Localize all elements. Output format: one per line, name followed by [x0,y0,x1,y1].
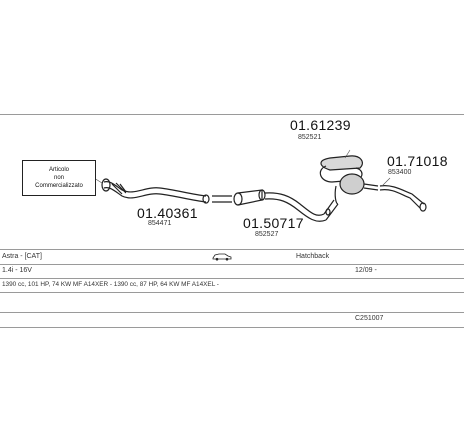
catalog-code-cell: C251007 [355,315,384,322]
callout-line-3: Commercializzato [35,183,83,189]
divider-table-5 [0,312,464,313]
date-cell: 12/09 - [355,267,377,274]
center-muffler [212,189,339,222]
part-code-50717: 01.50717 [243,215,304,231]
divider-table-1 [0,249,464,250]
part-code-40361: 01.40361 [137,205,198,221]
divider-table-3 [0,278,464,279]
rear-muffler [319,155,379,205]
part-code-71018: 01.71018 [387,153,448,169]
part-ref-61239: 852521 [298,134,322,141]
car-icon [212,253,232,261]
front-pipe [101,178,210,204]
part-code-61239: 01.61239 [290,117,351,133]
not-sold-callout: Articolo non Commercializzato [22,160,96,196]
callout-line-2: non [53,175,64,181]
part-ref-71018: 853400 [388,169,412,176]
part-ref-50717: 852527 [255,231,279,238]
divider-top [0,114,464,115]
callout-line-1: Articolo [48,167,69,173]
part-ref-40361: 854471 [148,220,172,227]
divider-table-6 [0,327,464,328]
body-type-cell: Hatchback [296,253,330,260]
divider-table-2 [0,264,464,265]
divider-table-4 [0,292,464,293]
exhaust-system-drawing [93,149,427,222]
specs-cell: 1390 cc, 101 HP, 74 KW MF A14XER - 1390 … [2,281,219,288]
tail-pipe [379,185,427,212]
model-cell: Astra - [CAT] [2,253,42,260]
engine-cell: 1.4i - 16V [2,267,32,274]
